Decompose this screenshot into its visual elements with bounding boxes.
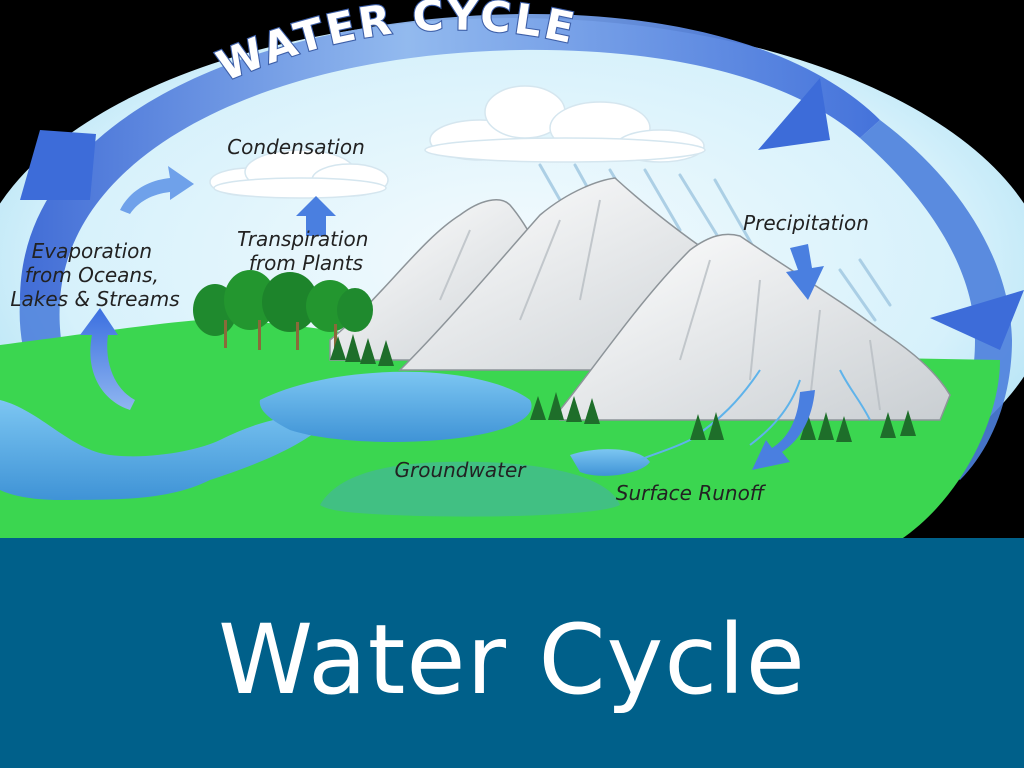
surface-runoff-arrow [752, 390, 815, 470]
water-cycle-diagram: WATER CYCLE [0, 0, 1024, 540]
cycle-arc-top [20, 13, 880, 300]
label-evaporation: Evaporation from Oceans, Lakes & Streams [10, 239, 179, 311]
evaporation-upper-arrow [120, 166, 194, 214]
label-condensation: Condensation [227, 135, 365, 159]
lake [259, 371, 532, 442]
cloud-condensation [209, 149, 389, 199]
cycle-arrowhead-topright [758, 78, 830, 150]
pine-trees [330, 334, 916, 442]
label-precipitation: Precipitation [743, 211, 869, 235]
caption-bar: Water Cycle [0, 538, 1024, 768]
caption-title: Water Cycle [218, 604, 806, 716]
trees-left [193, 270, 373, 350]
lake-small [570, 449, 650, 476]
label-transpiration: Transpiration from Plants [237, 227, 375, 275]
cycle-arrowhead-left [20, 130, 96, 200]
precipitation-arrow [786, 244, 824, 300]
cloud-rain [424, 85, 706, 163]
transpiration-arrow [296, 196, 336, 236]
label-groundwater: Groundwater [395, 458, 528, 482]
evaporation-arrow [80, 308, 135, 410]
mountain-shading [439, 199, 881, 411]
cycle-arrowhead-right [930, 290, 1024, 350]
label-surface-runoff: Surface Runoff [616, 481, 767, 505]
ocean [0, 400, 330, 500]
groundwater-area [320, 461, 620, 517]
